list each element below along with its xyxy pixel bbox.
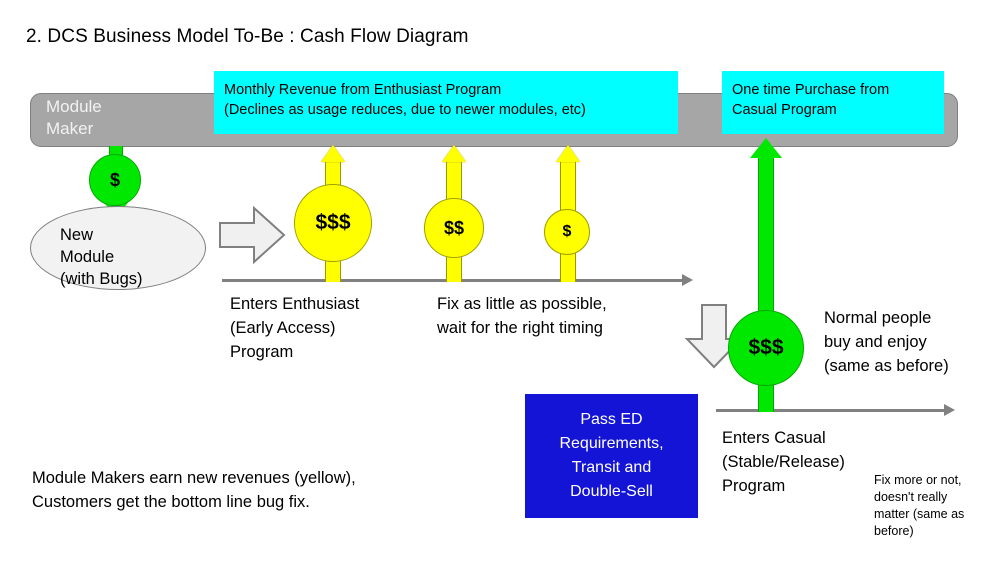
page-title: 2. DCS Business Model To-Be : Cash Flow … xyxy=(26,26,469,47)
casual-amount: $$$ xyxy=(728,310,804,386)
caption-fix-policy: Fix as little as possible, wait for the … xyxy=(437,295,607,337)
casual-timeline-arrow-icon xyxy=(944,404,955,416)
caption-casual-entry: Enters Casual (Stable/Release) Program xyxy=(722,429,845,495)
enthusiast-timeline-arrow-icon xyxy=(682,274,693,286)
callout-enthusiast-revenue: Monthly Revenue from Enthusiast Program … xyxy=(214,71,678,134)
caption-summary: Module Makers earn new revenues (yellow)… xyxy=(32,469,356,511)
enthusiast-flow-arrow-3-head-icon xyxy=(556,145,580,162)
enthusiast-amount-1: $$$ xyxy=(294,184,372,262)
caption-fine-print: Fix more or not, doesn't really matter (… xyxy=(874,473,965,538)
callout-casual-purchase: One time Purchase from Casual Program xyxy=(722,71,944,134)
enthusiast-flow-arrow-2-head-icon xyxy=(442,145,466,162)
module-maker-label: Module Maker xyxy=(46,97,102,138)
new-module-label: New Module (with Bugs) xyxy=(60,226,143,288)
enthusiast-amount-2: $$ xyxy=(424,198,484,258)
gate-requirements-box: Pass ED Requirements, Transit and Double… xyxy=(525,394,698,518)
block-arrow-down-icon xyxy=(684,304,744,369)
casual-flow-arrow-head-icon xyxy=(750,138,782,158)
enthusiast-flow-arrow-1-head-icon xyxy=(321,145,345,162)
caption-normal-people: Normal people buy and enjoy (same as bef… xyxy=(824,309,949,375)
casual-timeline-axis xyxy=(716,409,946,412)
enthusiast-amount-3: $ xyxy=(544,209,590,255)
new-module-ellipse xyxy=(30,206,206,290)
caption-enthusiast-entry: Enters Enthusiast (Early Access) Program xyxy=(230,295,360,361)
outflow-amount: $ xyxy=(89,154,141,206)
block-arrow-right-icon xyxy=(219,205,286,265)
